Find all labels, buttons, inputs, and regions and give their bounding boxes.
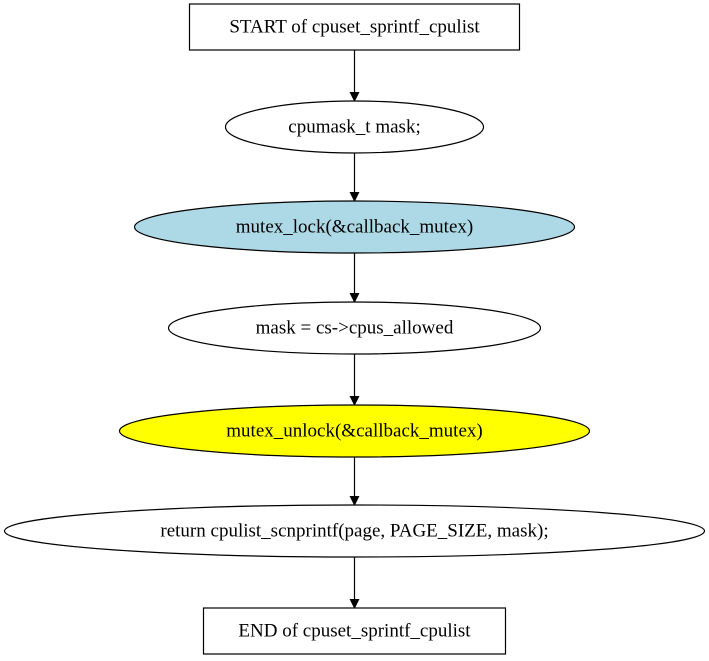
node-decl-label: cpumask_t mask; xyxy=(288,116,420,137)
node-end-label: END of cpuset_sprintf_cpulist xyxy=(238,620,471,641)
node-end-box xyxy=(202,607,507,655)
node-end: END of cpuset_sprintf_cpulist xyxy=(202,607,507,655)
node-ret-ellipse xyxy=(3,504,706,558)
node-assign-label: mask = cs->cpus_allowed xyxy=(256,317,454,338)
node-assign: mask = cs->cpus_allowed xyxy=(167,301,542,355)
node-ret: return cpulist_scnprintf(page, PAGE_SIZE… xyxy=(3,504,706,558)
node-start: START of cpuset_sprintf_cpulist xyxy=(188,3,521,51)
node-ret-label: return cpulist_scnprintf(page, PAGE_SIZE… xyxy=(160,520,548,541)
node-lock-label: mutex_lock(&callback_mutex) xyxy=(236,216,473,237)
node-unlock-label: mutex_unlock(&callback_mutex) xyxy=(226,420,482,441)
node-decl: cpumask_t mask; xyxy=(224,100,485,154)
node-unlock-ellipse xyxy=(118,404,591,458)
node-lock: mutex_lock(&callback_mutex) xyxy=(133,200,576,254)
node-unlock: mutex_unlock(&callback_mutex) xyxy=(118,404,591,458)
node-decl-ellipse xyxy=(224,100,485,154)
node-start-box xyxy=(188,3,521,51)
node-lock-ellipse xyxy=(133,200,576,254)
node-start-label: START of cpuset_sprintf_cpulist xyxy=(229,16,480,37)
node-assign-ellipse xyxy=(167,301,542,355)
nodes-layer: START of cpuset_sprintf_cpulist cpumask_t… xyxy=(3,3,706,655)
